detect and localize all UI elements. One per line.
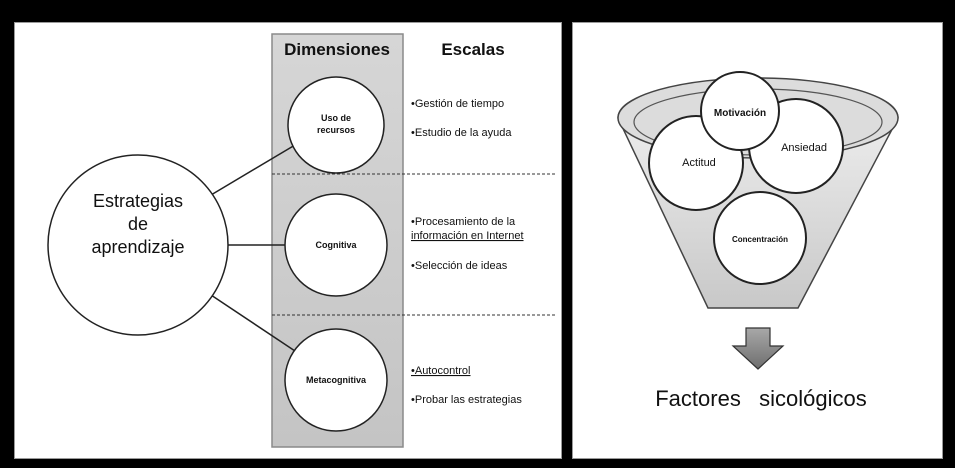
dimension-circle-metacognitiva bbox=[284, 328, 388, 432]
dimension-label: Uso de bbox=[321, 113, 351, 123]
root-label-line: aprendizaje bbox=[91, 237, 184, 257]
connector-line bbox=[210, 294, 296, 352]
factor-label: Concentración bbox=[732, 235, 788, 244]
factors-caption: Factores sicológicos bbox=[655, 386, 867, 411]
dimensions-header: Dimensiones bbox=[284, 40, 390, 59]
dimension-circle-uso-de-recursos bbox=[287, 76, 385, 174]
factor-label: Motivación bbox=[714, 108, 766, 119]
factor-label: Actitud bbox=[682, 157, 716, 169]
right-panel: Motivación Actitud Ansiedad Concentració… bbox=[572, 22, 943, 459]
root-label-line: Estrategias bbox=[93, 191, 183, 211]
dimension-circle-cognitiva bbox=[284, 193, 388, 297]
factor-circle-motivacion bbox=[700, 71, 780, 151]
scale-item: •Estudio de la ayuda bbox=[411, 127, 512, 139]
scale-item: •Procesamiento de la bbox=[411, 216, 516, 228]
factor-circle-concentracion bbox=[713, 191, 807, 285]
connector-line bbox=[210, 144, 296, 196]
psychological-factors-diagram: Motivación Actitud Ansiedad Concentració… bbox=[617, 71, 899, 411]
dimension-label: Metacognitiva bbox=[306, 375, 367, 385]
factor-label: Ansiedad bbox=[781, 142, 827, 154]
dimension-label: recursos bbox=[317, 125, 355, 135]
down-arrow-icon bbox=[731, 327, 785, 370]
left-panel: Estrategias de aprendizaje Dimensiones E… bbox=[14, 22, 562, 459]
scale-item: •Autocontrol bbox=[411, 365, 471, 377]
root-circle bbox=[47, 154, 229, 336]
learning-strategies-diagram: Estrategias de aprendizaje Dimensiones E… bbox=[47, 33, 555, 448]
scale-item: información en Internet bbox=[411, 230, 524, 242]
scale-item: •Gestión de tiempo bbox=[411, 98, 504, 110]
scale-item: •Selección de ideas bbox=[411, 260, 508, 272]
dimension-label: Cognitiva bbox=[315, 240, 357, 250]
scale-item: •Probar las estrategias bbox=[411, 394, 522, 406]
scales-header: Escalas bbox=[441, 40, 504, 59]
root-label-line: de bbox=[128, 214, 148, 234]
